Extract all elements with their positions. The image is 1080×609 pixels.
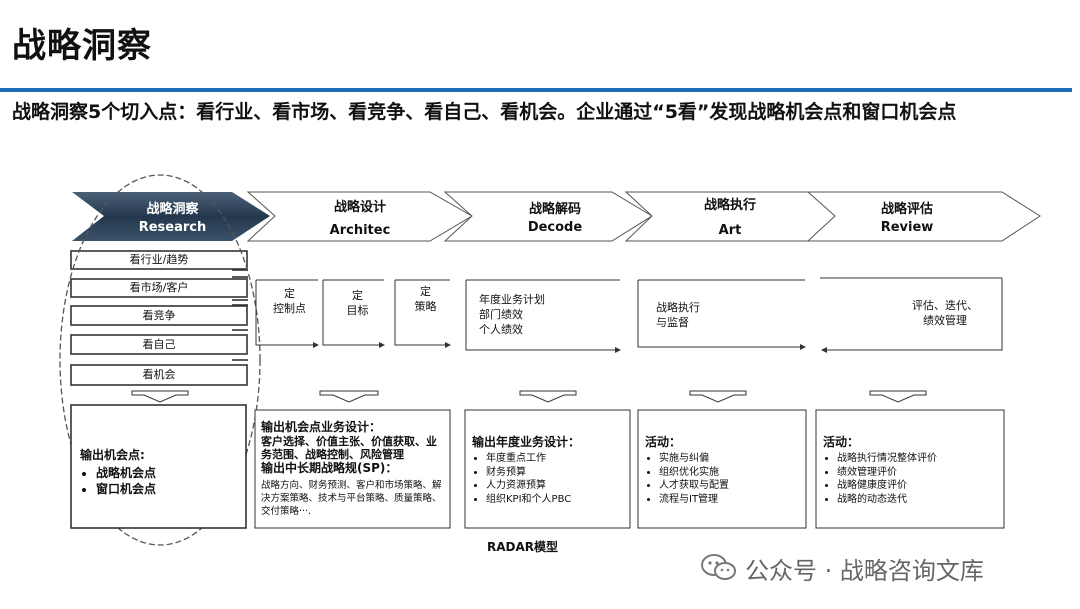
chevron-review (806, 191, 1041, 242)
insight-box-2 (70, 278, 248, 298)
chevron-en: Research (138, 220, 207, 235)
page-subtitle: 战略洞察5个切入点：看行业、看市场、看竞争、看自己、看机会。企业通过“5看”发现… (12, 101, 957, 123)
list-item: 绩效管理评价 (837, 466, 1001, 480)
chevron-label-art: 战略执行 Art (655, 197, 805, 240)
output-box-decode (464, 409, 631, 529)
insight-highlight-ellipse (59, 174, 261, 546)
insight-box-4 (70, 334, 248, 355)
design-step-target: 定 目标 (346, 289, 369, 317)
chevron-en: Decode (527, 220, 583, 235)
list-item: 战略执行情况整体评价 (837, 452, 1001, 466)
output-box-execute (637, 409, 807, 529)
list-item: 人才获取与配置 (659, 479, 800, 493)
chevron-en: Architec (329, 223, 391, 238)
chevron-cn: 战略洞察 (146, 202, 199, 217)
design-step-strategy: 定 策略 (414, 285, 437, 313)
output-design: 输出机会点业务设计： 客户选择、价值主张、价值获取、业务范围、战略控制、风险管理… (261, 420, 447, 518)
down-arrow-5 (869, 390, 927, 403)
chevron-en: Art (718, 223, 742, 238)
list-item: 战略机会点 (96, 465, 240, 481)
output-decode: 输出年度业务设计： 年度重点工作 财务预算 人力资源预算 组织KPI和个人PBC (472, 435, 627, 506)
chevron-cn: 战略执行 (703, 198, 756, 213)
output-heading: 输出年度业务设计： (472, 435, 581, 449)
insight-box-1 (70, 250, 248, 270)
insight-box-5 (70, 364, 248, 386)
output-box-insight (70, 404, 247, 529)
execute-step-label: 战略执行 与监督 (656, 301, 700, 329)
diagram-caption: RADAR模型 (487, 540, 559, 554)
output-text: 战略方向、财务预测、客户和市场策略、解决方案策略、技术与平台策略、质量策略、交付… (261, 480, 442, 517)
list-item: 实施与纠偏 (659, 452, 800, 466)
chevron-research (72, 192, 270, 241)
chevron-cn: 战略评估 (880, 202, 933, 217)
list-item: 人力资源预算 (486, 479, 627, 493)
output-box-design (254, 409, 451, 529)
list-item: 战略健康度评价 (837, 479, 1001, 493)
output-box-review (815, 409, 1005, 529)
page-title: 战略洞察 (12, 26, 152, 66)
output-review: 活动： 战略执行情况整体评价 绩效管理评价 战略健康度评价 战略的动态迭代 (823, 435, 1001, 506)
insight-item-label: 看机会 (142, 368, 176, 381)
insight-item-label: 看自己 (142, 338, 176, 351)
insight-item-label: 看市场/客户 (129, 281, 189, 294)
output-text: 客户选择、价值主张、价值获取、业务范围、战略控制、风险管理 (261, 435, 437, 461)
output-heading: 活动： (823, 435, 860, 449)
footer-watermark: 公众号 · 战略咨询文库 (745, 557, 984, 585)
chevron-label-review: 战略评估 Review (832, 201, 982, 237)
chevron-label-architec: 战略设计 Architec (285, 199, 435, 240)
down-arrow-1 (131, 390, 189, 403)
chevron-label-research: 战略洞察 Research (105, 201, 240, 237)
decode-step-label: 年度业务计划 部门绩效 个人绩效 (479, 293, 545, 336)
down-arrow-3 (519, 390, 577, 403)
output-insight: 输出机会点: 战略机会点 窗口机会点 (80, 448, 240, 497)
wechat-icon (701, 554, 736, 580)
down-arrow-2 (319, 390, 379, 403)
output-heading: 输出机会点业务设计： (261, 420, 382, 434)
list-item: 流程与IT管理 (659, 493, 800, 507)
list-item: 年度重点工作 (486, 452, 627, 466)
chevron-cn: 战略设计 (333, 200, 386, 215)
output-heading: 输出机会点: (80, 448, 145, 462)
list-item: 窗口机会点 (96, 481, 240, 497)
chevron-cn: 战略解码 (528, 202, 581, 217)
chevron-label-decode: 战略解码 Decode (480, 201, 630, 237)
list-item: 组织KPI和个人PBC (486, 493, 627, 507)
list-item: 组织优化实施 (659, 466, 800, 480)
chevron-architec (246, 191, 473, 242)
down-arrow-4 (689, 390, 747, 403)
title-divider (0, 88, 1072, 92)
design-step-control: 定 控制点 (273, 287, 306, 315)
insight-box-3 (70, 305, 248, 326)
list-item: 战略的动态迭代 (837, 493, 1001, 507)
output-heading: 输出中长期战略规(SP)： (261, 461, 398, 475)
review-step-label: 评估、迭代、 绩效管理 (912, 299, 978, 327)
list-item: 财务预算 (486, 466, 627, 480)
chevron-decode (443, 191, 653, 242)
output-execute: 活动： 实施与纠偏 组织优化实施 人才获取与配置 流程与IT管理 (645, 435, 800, 506)
insight-item-label: 看行业/趋势 (129, 253, 189, 266)
insight-item-label: 看竞争 (142, 309, 176, 322)
output-heading: 活动： (645, 435, 682, 449)
chevron-en: Review (880, 220, 934, 235)
